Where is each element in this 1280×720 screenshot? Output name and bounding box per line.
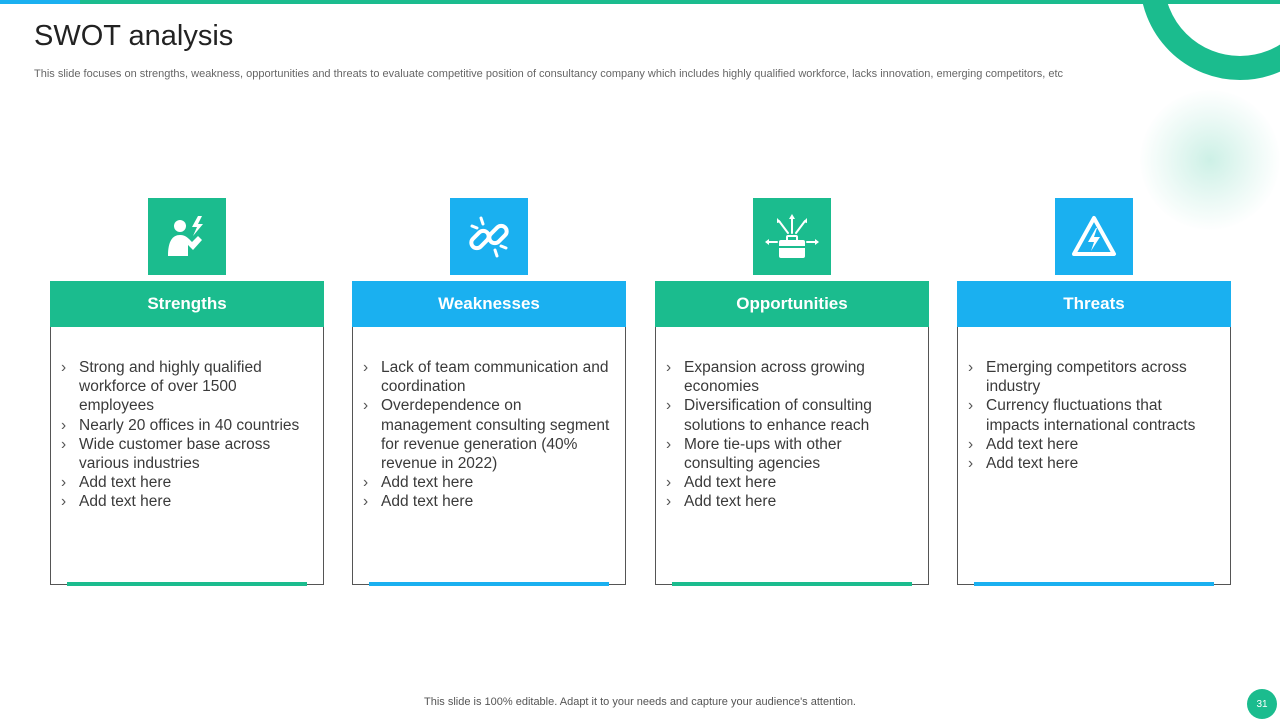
- opportunities-list: Expansion across growing economies Diver…: [656, 327, 928, 512]
- weaknesses-list: Lack of team communication and coordinat…: [353, 327, 625, 512]
- slide-footer: This slide is 100% editable. Adapt it to…: [424, 696, 856, 708]
- strong-person-icon: [148, 198, 226, 275]
- card-header-strengths: Strengths: [50, 281, 324, 327]
- list-item: Expansion across growing economies: [666, 358, 914, 396]
- card-header-opportunities: Opportunities: [655, 281, 929, 327]
- card-header-threats: Threats: [957, 281, 1231, 327]
- card-accent-line: [67, 582, 307, 586]
- swot-card-threats: Threats Emerging competitors across indu…: [957, 198, 1231, 588]
- slide-title: SWOT analysis: [34, 20, 234, 52]
- list-item: Add text here: [61, 473, 309, 492]
- list-item: Emerging competitors across industry: [968, 358, 1216, 396]
- list-item: More tie-ups with other consulting agenc…: [666, 435, 914, 473]
- list-item: Add text here: [968, 435, 1216, 454]
- card-body-opportunities: Expansion across growing economies Diver…: [655, 327, 929, 586]
- briefcase-arrows-icon: [753, 198, 831, 275]
- swot-card-strengths: Strengths Strong and highly qualified wo…: [50, 198, 324, 588]
- card-accent-line: [672, 582, 912, 586]
- page-number-badge: 31: [1247, 689, 1277, 719]
- broken-link-icon: [450, 198, 528, 275]
- list-item: Overdependence on management consulting …: [363, 396, 611, 473]
- list-item: Strong and highly qualified workforce of…: [61, 358, 309, 416]
- list-item: Add text here: [666, 473, 914, 492]
- card-header-weaknesses: Weaknesses: [352, 281, 626, 327]
- warning-bolt-icon: [1055, 198, 1133, 275]
- card-body-strengths: Strong and highly qualified workforce of…: [50, 327, 324, 586]
- card-body-threats: Emerging competitors across industry Cur…: [957, 327, 1231, 586]
- swot-card-weaknesses: Weaknesses Lack of team communication an…: [352, 198, 626, 588]
- list-item: Nearly 20 offices in 40 countries: [61, 416, 309, 435]
- strengths-list: Strong and highly qualified workforce of…: [51, 327, 323, 512]
- list-item: Add text here: [968, 454, 1216, 473]
- list-item: Wide customer base across various indust…: [61, 435, 309, 473]
- list-item: Currency fluctuations that impacts inter…: [968, 396, 1216, 434]
- slide-subtitle: This slide focuses on strengths, weaknes…: [34, 68, 1064, 80]
- list-item: Add text here: [61, 492, 309, 511]
- list-item: Add text here: [666, 492, 914, 511]
- list-item: Lack of team communication and coordinat…: [363, 358, 611, 396]
- threats-list: Emerging competitors across industry Cur…: [958, 327, 1230, 473]
- list-item: Add text here: [363, 473, 611, 492]
- top-accent-bar: [0, 0, 1280, 4]
- background-glow: [1140, 90, 1280, 230]
- top-accent-bar-blue: [0, 0, 80, 4]
- card-accent-line: [369, 582, 609, 586]
- list-item: Diversification of consulting solutions …: [666, 396, 914, 434]
- card-body-weaknesses: Lack of team communication and coordinat…: [352, 327, 626, 586]
- card-accent-line: [974, 582, 1214, 586]
- list-item: Add text here: [363, 492, 611, 511]
- swot-card-opportunities: Opportunities Expansion across growing e…: [655, 198, 929, 588]
